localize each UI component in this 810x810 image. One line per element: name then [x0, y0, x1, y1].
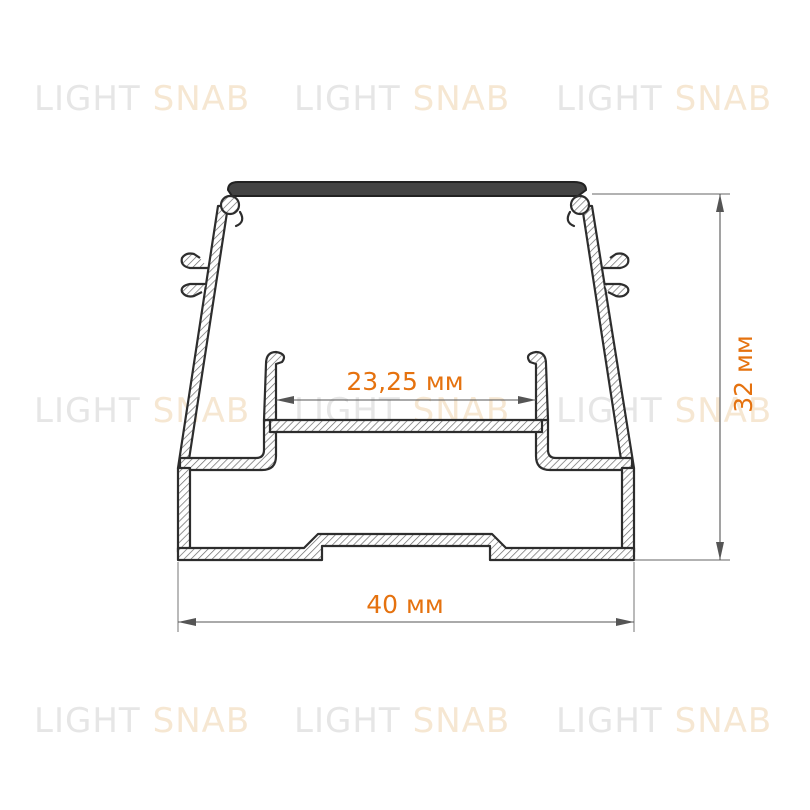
box-left-side [176, 466, 192, 554]
box-right-side [620, 466, 636, 554]
right-inner-hook [526, 350, 550, 422]
dimension-inner-width: 23,25 мм [276, 367, 536, 404]
dimension-height: 32 мм [592, 193, 758, 561]
label-inner-width: 23,25 мм [346, 367, 463, 396]
arrow-left [178, 618, 196, 626]
left-inner-hook [262, 350, 286, 422]
left-clip [234, 210, 244, 228]
left-fin-upper [180, 252, 208, 270]
left-top-bead [219, 194, 241, 216]
profile-base [176, 532, 636, 562]
arrow-right [518, 396, 536, 404]
arrow-left [276, 396, 294, 404]
label-outer-width: 40 мм [366, 590, 443, 619]
dimension-outer-width: 40 мм [177, 562, 635, 632]
arrow-top [716, 194, 724, 212]
right-fin-lower [604, 282, 630, 298]
diffuser-cover [226, 181, 588, 197]
arrow-right [616, 618, 634, 626]
left-fin-lower [180, 282, 206, 298]
right-fin-upper [602, 252, 630, 270]
right-top-bead [569, 194, 591, 216]
right-clip [566, 210, 576, 228]
led-mounting-plate [268, 418, 544, 434]
arrow-bottom [716, 542, 724, 560]
label-height: 32 мм [729, 335, 758, 412]
